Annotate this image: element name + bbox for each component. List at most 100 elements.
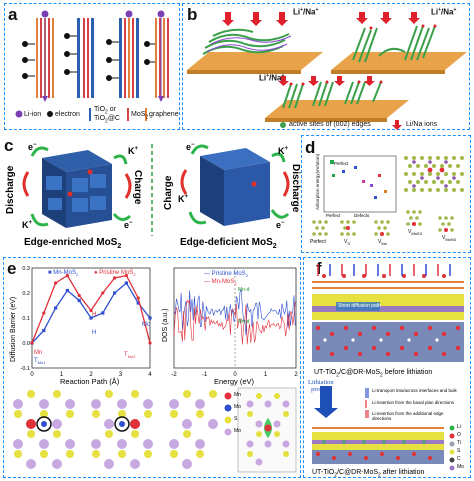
panel-d: d: [301, 135, 471, 253]
note-3: Li-insertion from the additional edge di…: [372, 411, 444, 421]
dos-ylabel: DOS (a.u.): [162, 308, 169, 342]
electron-legend-icon: [47, 111, 53, 117]
kion-dot-1: [67, 191, 73, 197]
barrier-point: [101, 291, 105, 295]
legend-electron: electron: [55, 111, 80, 118]
barrier-label-mn: Mn: [34, 350, 43, 356]
adsorption-label-perfect: Perfect: [334, 161, 349, 166]
dos-xtick: 2: [294, 372, 298, 378]
struct-label-vmos6: VMoS6: [442, 235, 456, 242]
barrier-legend-pristine: ● Pristine MoS2: [94, 270, 136, 278]
e-label-left-1: e−: [28, 142, 37, 152]
barrier-label-mo2: TMo2: [124, 352, 136, 360]
struct-label-vmos3: VMoS3: [408, 229, 422, 236]
barrier-point: [54, 306, 58, 310]
barrier-ytick: -0.1: [21, 366, 30, 372]
barrier-xtick: 4: [148, 372, 152, 378]
atom-legend-s: S: [457, 448, 461, 454]
ion-label-1: Li+/Na+: [293, 7, 319, 17]
barrier-xlabel: Reaction Path (Å): [60, 377, 120, 386]
ion-legend-icon: [392, 120, 402, 130]
layered-stack-3: [119, 18, 139, 98]
dos-xtick: -1: [202, 372, 208, 378]
k-label-right-1: K+: [278, 146, 289, 156]
barrier-ytick: 0.2: [22, 291, 30, 297]
e-label-right-2: e−: [276, 220, 285, 230]
note-2: Li-insertion from the basal plan directi…: [372, 400, 455, 405]
struct-legend-mo-2: Mo: [234, 428, 241, 434]
li-insertion-arrows: [317, 264, 451, 276]
panel-b-diagram: [187, 12, 467, 130]
barrier-xtick: 1: [60, 372, 64, 378]
adsorption-xtick-defects: Defects: [354, 213, 370, 218]
dos-series: [173, 289, 296, 345]
legend-active-sites: active sites of (002) edges: [289, 121, 371, 128]
atom-legend-dots: [449, 425, 455, 471]
e-label-left-2: e−: [124, 220, 133, 230]
atom-legend-mo: Mo: [457, 464, 464, 470]
e-label-right-1: e−: [186, 142, 195, 152]
adsorption-chart-frame: [323, 155, 397, 213]
active-site-dots: [289, 24, 437, 86]
legend-ions: Li/Na ions: [406, 121, 438, 128]
lithiation-arrow: [314, 386, 338, 418]
barrier-point: [42, 311, 46, 315]
active-site-legend-icon: [280, 122, 286, 128]
barrier-point: [89, 308, 93, 313]
ion-label-2: Li+/Na+: [431, 7, 457, 17]
kion-dot-3: [251, 181, 257, 187]
barrier-point: [65, 273, 69, 278]
dos-series-line-1: [173, 299, 296, 345]
barrier-point: [54, 281, 58, 285]
barrier-series: [30, 273, 152, 345]
mos2-sheets-1b: [206, 35, 292, 53]
edge-deficient-cube: [200, 148, 270, 226]
struct-legend-s: S: [234, 416, 238, 422]
barrier-point: [30, 341, 34, 345]
layered-stack-4: [155, 18, 169, 98]
legend-graphene: graphene: [149, 111, 179, 118]
barrier-point: [124, 273, 128, 278]
mos2-sheets-1: [202, 28, 290, 55]
discharge-label-left: Discharge: [5, 165, 16, 214]
panel-b: b: [182, 3, 470, 130]
red-arrows: [22, 169, 290, 199]
caption-after: UT-TiO2/C@DR-MoS2 after lithiation: [312, 469, 425, 479]
liion-legend-icon: [15, 110, 23, 118]
edge-enriched-cube: [42, 150, 112, 228]
substrate-1: [187, 52, 323, 70]
caption-edge-deficient: Edge-deficient MoS2: [180, 237, 277, 251]
graphene-legend-icon: [145, 108, 147, 121]
panel-e-label: e: [7, 259, 17, 278]
atom-legend-c: C: [457, 456, 461, 462]
barrier-label-h2: H: [92, 330, 97, 336]
caption-before: UT-TiO2/C@DR-MoS2 before lithiation: [314, 369, 433, 379]
diffusion-structures: [13, 387, 297, 473]
struct-label-vmo: VMo: [378, 239, 387, 246]
dos-legend-pristine: — Pristine MoS2: [204, 271, 248, 279]
adsorption-xtick-perfect: Perfect: [326, 213, 341, 218]
barrier-point: [89, 316, 93, 320]
mos2-sheets-2: [352, 25, 436, 63]
barrier-legend-mn: ■ Mn-MoS2: [48, 270, 79, 278]
atom-legend-li: Li: [457, 424, 461, 430]
dos-xtick: -2: [171, 372, 177, 378]
panel-a-diagram: [15, 10, 169, 121]
k-label-right-2: K+: [178, 194, 189, 204]
barrier-ylabel: Diffusion Barrier (eV): [10, 296, 17, 362]
barrier-point: [65, 288, 69, 293]
electron-arrows: [22, 33, 155, 81]
panel-b-label: b: [187, 5, 198, 24]
tio2-legend-icon: [89, 108, 91, 121]
substrate-2: [331, 52, 467, 70]
panel-a-label: a: [8, 5, 18, 24]
barrier-point: [101, 311, 105, 315]
charge-label-right: Charge: [163, 175, 174, 210]
barrier-point: [113, 291, 117, 295]
dos-series-line-0: [173, 289, 296, 336]
struct-legend-mn: Mn: [234, 392, 241, 398]
